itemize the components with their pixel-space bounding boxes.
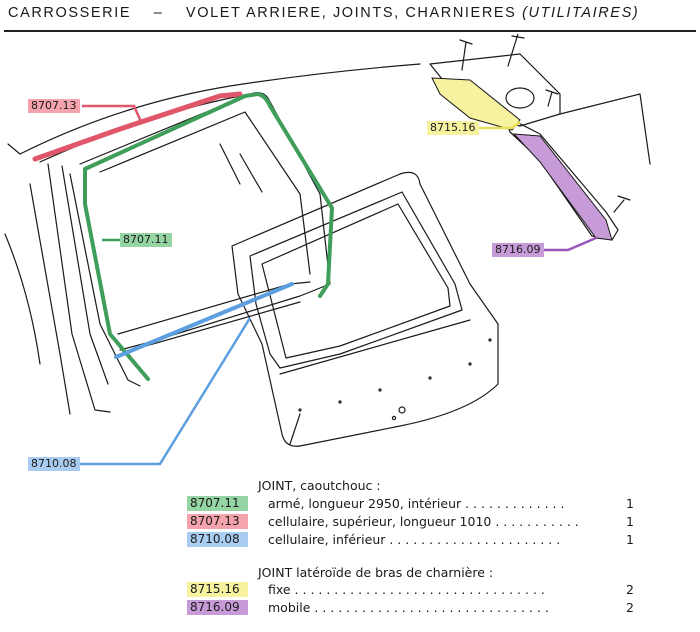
legend-qty: 2: [626, 600, 634, 615]
callout-8710-08: 8710.08: [28, 457, 80, 471]
legend-code: 8716.09: [187, 600, 248, 615]
body-side: [29, 183, 71, 415]
callout-8716-09: 8716.09: [492, 243, 544, 257]
legend-code: 8710.08: [187, 532, 248, 547]
legend-heading-2: JOINT latéroïde de bras de charnière :: [258, 565, 494, 580]
diagram-drawing: [4, 34, 651, 466]
legend-desc: armé, longueur 2950, intérieur . . . . .…: [268, 496, 565, 511]
legend-code: 8707.13: [187, 514, 248, 529]
leader-8710-08: [76, 317, 252, 466]
leader-8716-09: [542, 236, 597, 252]
tailgate-dots: [298, 338, 492, 412]
reflection-1: [219, 143, 241, 185]
body-side-upper: [7, 143, 21, 155]
title-subtitle: VOLET ARRIERE, JOINTS, CHARNIERES: [185, 5, 517, 21]
tailgate-crease: [279, 319, 471, 375]
title-qualifier: (UTILITAIRES): [522, 5, 640, 21]
legend-desc: fixe . . . . . . . . . . . . . . . . . .…: [268, 582, 545, 597]
callout-8715-16: 8715.16: [427, 121, 479, 135]
hinge-bolt-3: [545, 89, 559, 107]
legend-desc: cellulaire, inférieur . . . . . . . . . …: [268, 532, 561, 547]
hinge-pivot: [505, 87, 535, 109]
sill-lower: [124, 301, 301, 353]
pillar-inner: [61, 165, 109, 385]
pillar-outer: [47, 163, 111, 413]
hinge-bolt-1: [459, 39, 473, 71]
legend-desc: cellulaire, supérieur, longueur 1010 . .…: [268, 514, 579, 529]
page-header: CARROSSERIE – VOLET ARRIERE, JOINTS, CHA…: [0, 0, 700, 34]
seal-8710-08: [114, 282, 294, 359]
gasket-8715-16: [431, 77, 521, 131]
tailgate-window-inner: [261, 203, 451, 359]
title-main: CARROSSERIE: [8, 5, 132, 21]
roof-outline: [19, 63, 421, 155]
reflection-2: [239, 153, 263, 193]
callout-8707-11: 8707.11: [120, 233, 172, 247]
seal-8707-11: [83, 92, 334, 381]
lock-hole: [398, 406, 406, 414]
hinge-bolt-2: [507, 34, 525, 67]
legend-heading-1: JOINT, caoutchouc :: [258, 478, 381, 493]
seal-8707-13: [32, 91, 243, 162]
tailgate-outline: [231, 171, 499, 447]
window-opening-inner: [99, 111, 311, 275]
leader-8715-16: [478, 121, 521, 130]
callout-8707-13: 8707.13: [28, 99, 80, 113]
hinge-edge: [559, 93, 651, 165]
legend-desc: mobile . . . . . . . . . . . . . . . . .…: [268, 600, 549, 615]
page-title: CARROSSERIE – VOLET ARRIERE, JOINTS, CHA…: [8, 5, 639, 21]
legend-qty: 2: [626, 582, 634, 597]
hinge-bolt-4: [613, 195, 631, 213]
legend-qty: 1: [626, 496, 634, 511]
legend-qty: 1: [626, 532, 634, 547]
lock-hole-2: [391, 415, 397, 421]
exploded-diagram: 8707.13 8707.11 8710.08 8715.16 8716.09: [0, 34, 700, 474]
parts-legend: JOINT, caoutchouc : 8707.11 armé, longue…: [0, 476, 700, 632]
leader-8707-13: [82, 104, 144, 125]
pillar-edge: [69, 173, 141, 387]
legend-qty: 1: [626, 514, 634, 529]
body-side-panel: [4, 233, 41, 365]
header-rule: [4, 30, 696, 32]
title-separator: –: [153, 5, 164, 21]
tailgate-lower: [289, 413, 301, 445]
legend-code: 8715.16: [187, 582, 248, 597]
legend-code: 8707.11: [187, 496, 248, 511]
tailgate-window: [249, 191, 463, 369]
gasket-8716-09: [512, 133, 613, 241]
